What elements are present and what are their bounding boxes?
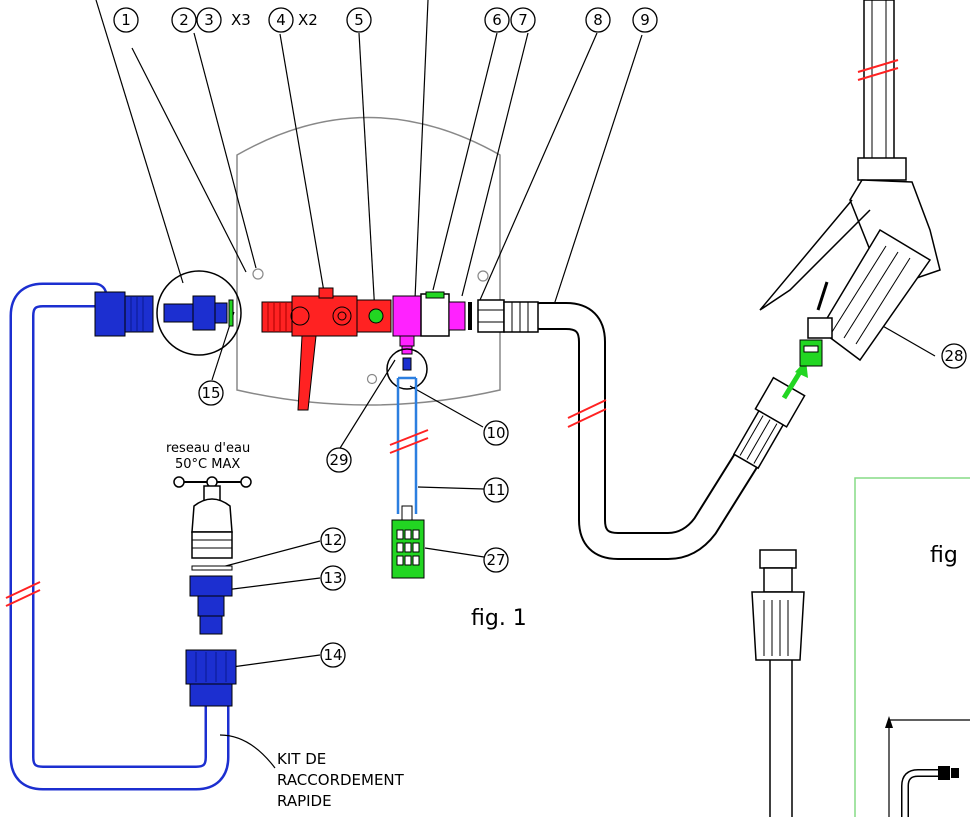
callout-10: 10: [483, 420, 509, 446]
callout-9: 9: [632, 7, 658, 33]
tap-note-line2: 50°C MAX: [175, 457, 240, 472]
injector-magenta: [392, 295, 422, 355]
kit-label: KIT DE RACCORDEMENT RAPIDE: [219, 734, 405, 810]
callout-12: 12: [320, 527, 346, 553]
tap-note-line1: reseau d'eau: [166, 441, 250, 456]
callout-11: 11: [483, 477, 509, 503]
callout-27: 27: [483, 547, 509, 573]
callout-5: 5: [346, 7, 372, 33]
tap-connector-13: [189, 575, 233, 635]
svg-text:8: 8: [593, 11, 603, 29]
svg-text:RACCORDEMENT: RACCORDEMENT: [277, 771, 405, 789]
svg-text:15: 15: [201, 384, 220, 402]
svg-text:5: 5: [354, 11, 364, 29]
vertical-hose-coupler: [751, 549, 805, 817]
filter-27: [391, 519, 425, 579]
callout-4: 4 X2: [268, 7, 318, 33]
svg-text:9: 9: [640, 11, 650, 29]
figure-2-label: fig: [930, 543, 958, 568]
callout-29: 29: [326, 447, 352, 473]
svg-text:28: 28: [944, 347, 963, 365]
water-tap: [173, 476, 252, 571]
hose-coupler-14: [185, 649, 237, 707]
svg-text:13: 13: [323, 569, 342, 587]
callout-15: 15: [198, 380, 224, 406]
hose-end-coupler: [732, 376, 806, 470]
callout-28: 28: [941, 343, 967, 369]
mounting-plate: [236, 116, 501, 406]
leader-lines: [95, 0, 936, 668]
spray-gun: [759, 0, 941, 367]
svg-text:29: 29: [329, 451, 348, 469]
svg-text:3: 3: [204, 11, 214, 29]
fittings-6-7-8: [420, 291, 505, 337]
callout-8: 8: [585, 7, 611, 33]
suction-tube: [386, 348, 429, 521]
quantity-3: X3: [231, 11, 251, 29]
svg-text:2: 2: [179, 11, 189, 29]
callout-6: 6: [484, 7, 510, 33]
callout-1: 1: [113, 7, 139, 33]
quick-connector-detail: [156, 270, 242, 356]
svg-text:KIT DE: KIT DE: [277, 750, 326, 768]
callout-7: 7: [510, 7, 536, 33]
callout-3: 3 X3: [196, 7, 251, 33]
callout-2: 2: [171, 7, 197, 33]
quantity-4: X2: [298, 11, 318, 29]
svg-text:4: 4: [276, 11, 286, 29]
output-hose: [503, 301, 759, 560]
svg-text:14: 14: [323, 646, 342, 664]
blue-hose-loop: [5, 282, 230, 791]
callout-13: 13: [320, 565, 346, 591]
three-way-valve-red: [261, 287, 392, 411]
svg-text:27: 27: [486, 551, 505, 569]
svg-text:6: 6: [492, 11, 502, 29]
svg-text:10: 10: [486, 424, 505, 442]
callout-14: 14: [320, 642, 346, 668]
svg-text:1: 1: [121, 11, 131, 29]
svg-text:7: 7: [518, 11, 528, 29]
svg-text:12: 12: [323, 531, 342, 549]
hose-coupler-blue: [94, 291, 154, 337]
svg-text:RAPIDE: RAPIDE: [277, 792, 332, 810]
svg-text:11: 11: [486, 481, 505, 499]
figure-2-panel: [854, 477, 970, 822]
figure-1-label: fig. 1: [471, 606, 527, 631]
